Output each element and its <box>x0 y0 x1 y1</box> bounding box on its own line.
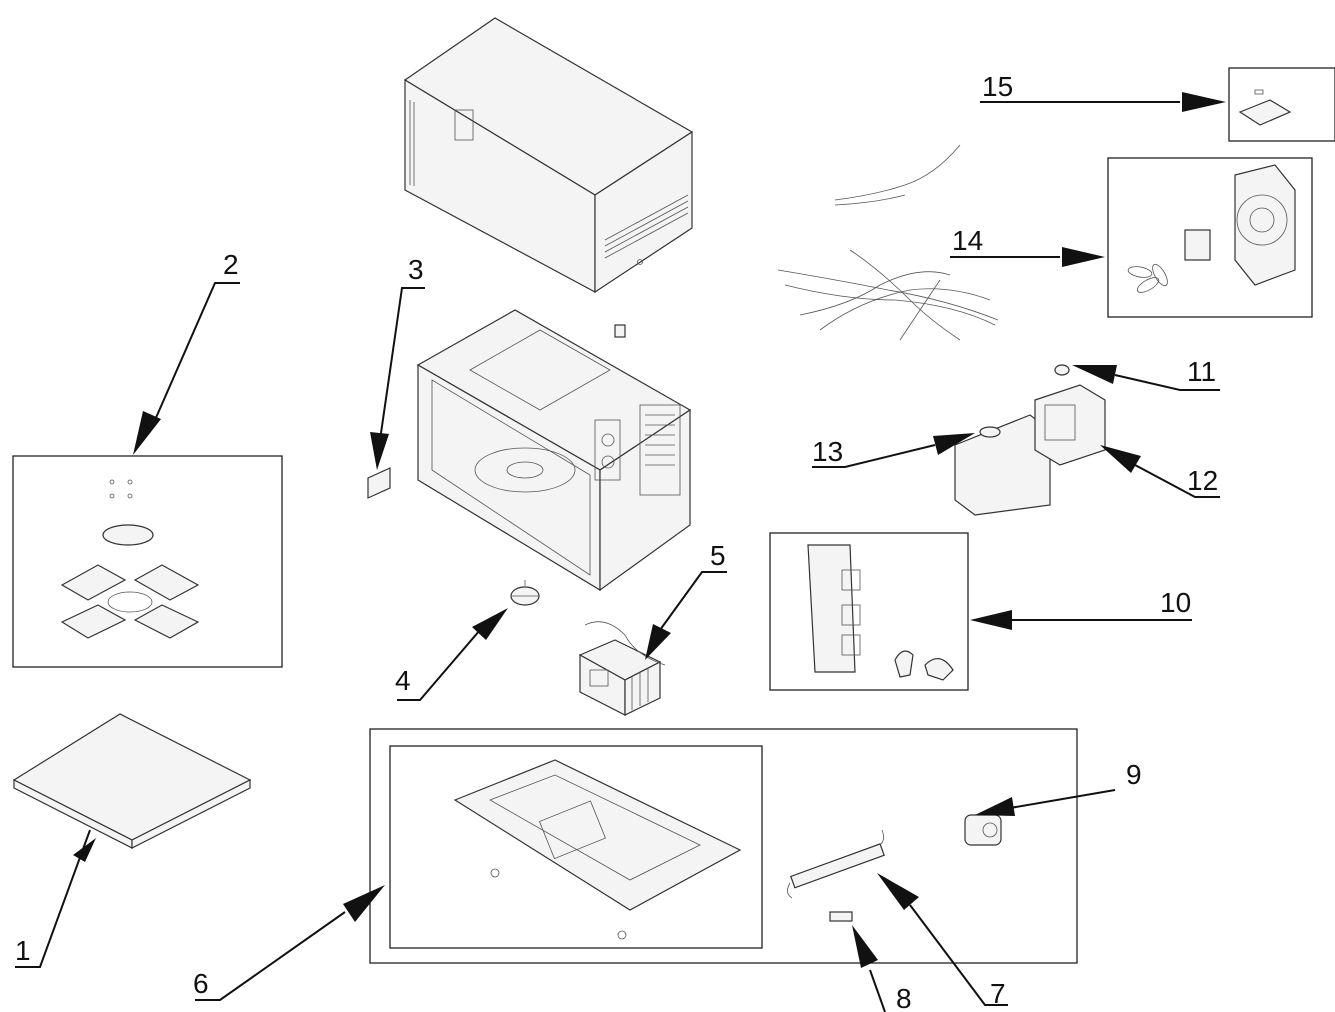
callout-10: 10 <box>970 587 1192 630</box>
magnetron-assembly <box>954 364 1106 516</box>
callout-7: 7 <box>877 873 1008 1009</box>
callout-label-7: 7 <box>990 978 1006 1009</box>
callout-label-11: 11 <box>1187 356 1216 387</box>
callout-4: 4 <box>395 608 508 701</box>
part-1-plate <box>12 713 252 849</box>
callout-13: 13 <box>812 433 975 468</box>
callout-label-14: 14 <box>952 225 983 256</box>
callout-15: 15 <box>980 71 1226 112</box>
callout-11: 11 <box>1072 356 1220 391</box>
callout-label-8: 8 <box>896 983 912 1012</box>
callout-1: 1 <box>15 829 96 968</box>
part-4-turntable-motor <box>510 580 540 606</box>
callout-label-6: 6 <box>193 968 209 999</box>
callout-14: 14 <box>950 225 1105 267</box>
callout-2: 2 <box>133 249 240 455</box>
base-assembly-box <box>369 728 1078 964</box>
callout-5: 5 <box>645 540 727 660</box>
wire-harness <box>777 144 999 341</box>
callout-9: 9 <box>975 759 1142 816</box>
callout-label-13: 13 <box>812 436 843 467</box>
callout-label-5: 5 <box>710 540 726 571</box>
callout-label-10: 10 <box>1160 587 1191 618</box>
callout-label-1: 1 <box>15 935 31 966</box>
part-14-fan-box <box>1107 157 1313 318</box>
part-3-mica-plate <box>367 467 391 499</box>
callout-label-4: 4 <box>395 665 411 696</box>
callout-label-12: 12 <box>1187 465 1218 496</box>
oven-cavity-assembly <box>416 309 692 592</box>
part-10-switch-box <box>769 532 969 691</box>
part-5-transformer <box>578 621 666 716</box>
callout-8: 8 <box>852 925 912 1012</box>
callout-label-15: 15 <box>982 71 1013 102</box>
part-15-pcb-box <box>1228 67 1335 142</box>
outer-cabinet <box>403 17 694 294</box>
part-2-turntable-support-box <box>12 455 283 668</box>
callout-6: 6 <box>193 885 385 1001</box>
callout-label-2: 2 <box>223 249 239 280</box>
callout-12: 12 <box>1100 445 1220 498</box>
callout-3: 3 <box>370 254 425 470</box>
callout-label-3: 3 <box>408 254 424 285</box>
callout-label-9: 9 <box>1126 759 1142 790</box>
